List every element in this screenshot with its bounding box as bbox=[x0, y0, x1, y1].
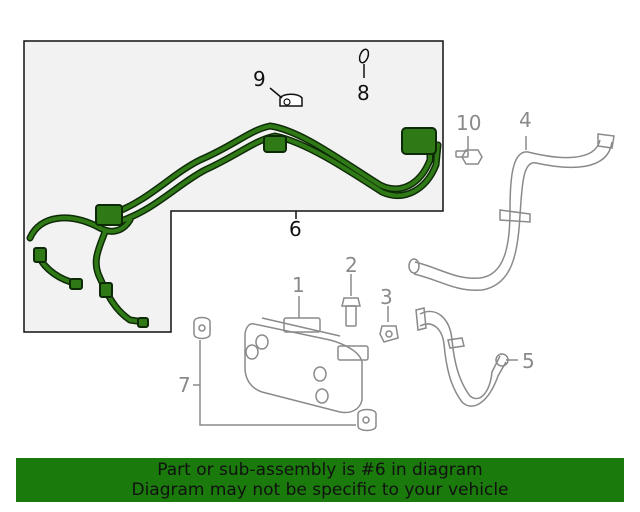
assembly-panel bbox=[23, 40, 444, 333]
bolt-part-10[interactable] bbox=[455, 136, 483, 165]
nut-part-3[interactable] bbox=[379, 306, 399, 343]
banner-line-1: Part or sub-assembly is #6 in diagram bbox=[157, 460, 483, 480]
callout-3[interactable]: 3 bbox=[380, 285, 393, 309]
oil-cooler-part-1[interactable] bbox=[244, 296, 369, 414]
leader-line-9 bbox=[269, 87, 283, 99]
callout-6[interactable]: 6 bbox=[289, 217, 302, 241]
o-ring-part-8[interactable] bbox=[358, 48, 370, 78]
callout-1[interactable]: 1 bbox=[292, 273, 305, 297]
callout-5[interactable]: 5 bbox=[522, 349, 535, 373]
callout-8[interactable]: 8 bbox=[357, 81, 370, 105]
callout-4[interactable]: 4 bbox=[519, 108, 532, 132]
clip-part-9[interactable] bbox=[269, 87, 303, 107]
hose-part-5[interactable] bbox=[415, 307, 518, 407]
callout-10[interactable]: 10 bbox=[456, 111, 481, 135]
hose-part-4[interactable] bbox=[408, 133, 615, 291]
callout-9[interactable]: 9 bbox=[253, 67, 266, 91]
cooler-line-assembly[interactable] bbox=[26, 122, 442, 328]
banner-line-2: Diagram may not be specific to your vehi… bbox=[131, 480, 509, 500]
part-info-banner: Part or sub-assembly is #6 in diagram Di… bbox=[16, 458, 624, 502]
callout-7[interactable]: 7 bbox=[178, 373, 191, 397]
bolt-part-2[interactable] bbox=[341, 274, 361, 327]
grommet-part-7[interactable] bbox=[193, 316, 377, 432]
callout-2[interactable]: 2 bbox=[345, 253, 358, 277]
